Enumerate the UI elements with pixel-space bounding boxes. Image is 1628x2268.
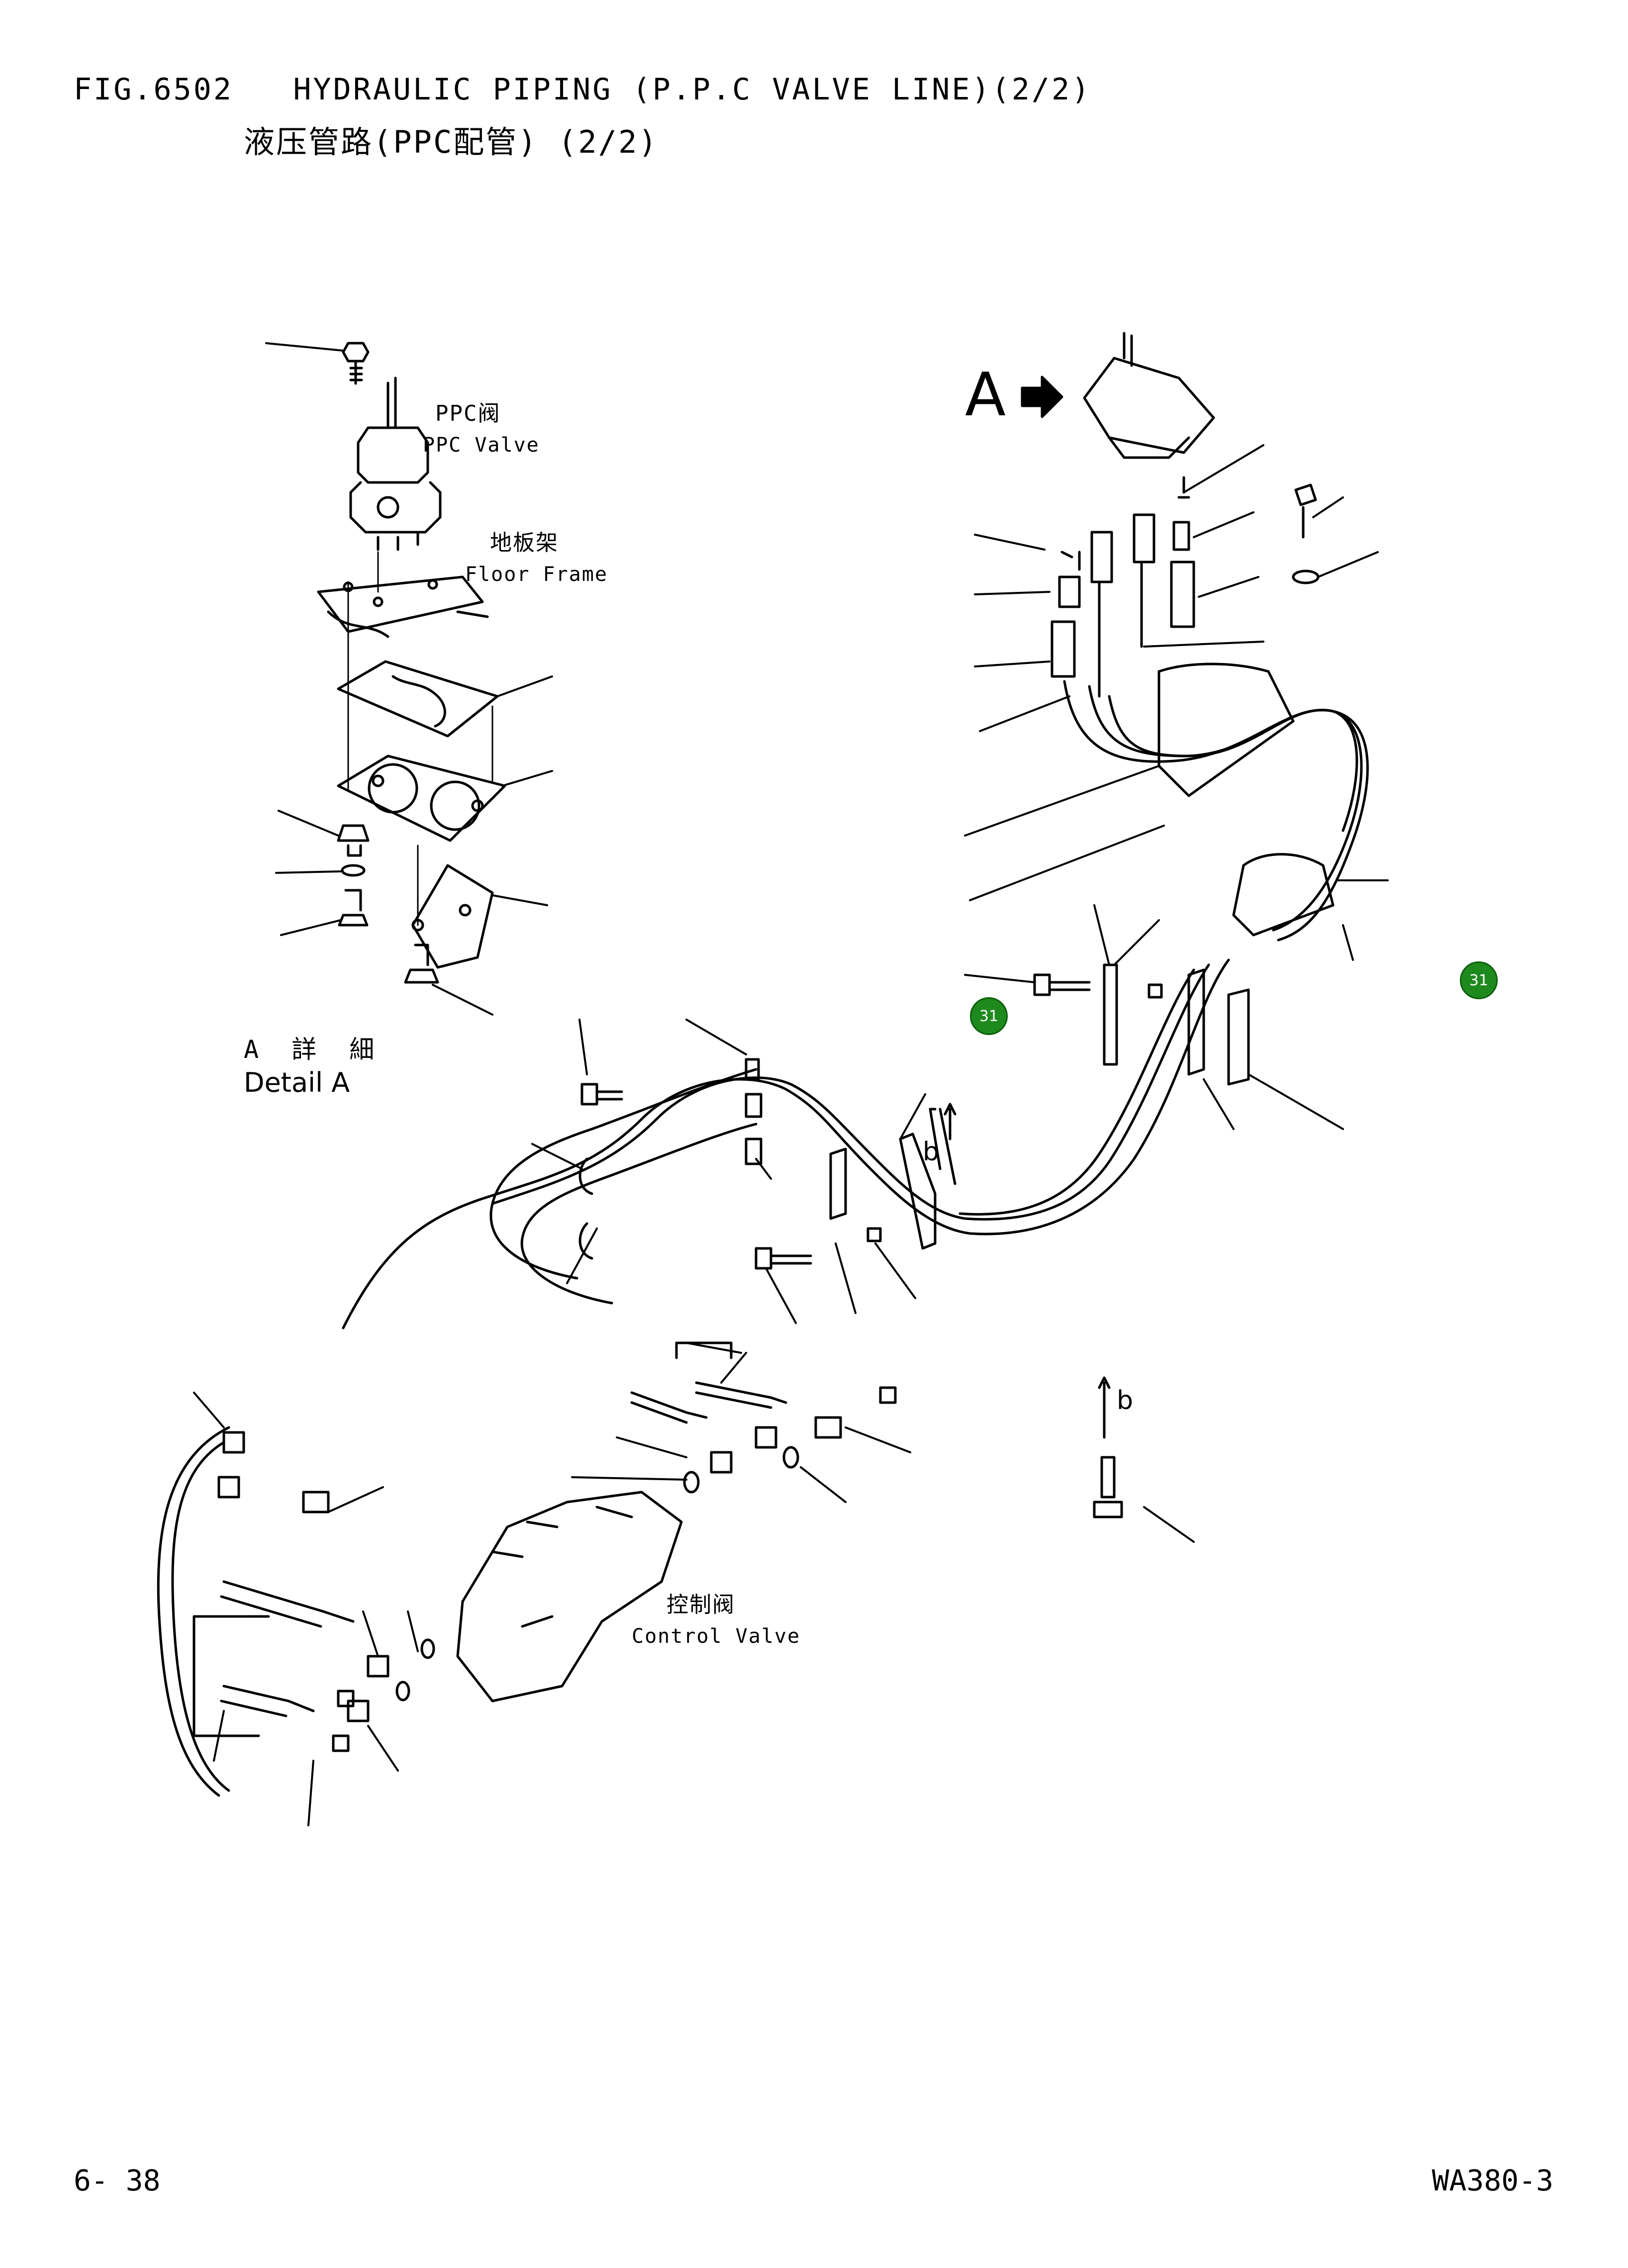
view-a-assembly [964,332,1389,961]
callout-badge-31[interactable]: 31 [970,997,1008,1035]
detail-a-assembly [265,342,553,1016]
main-piping [157,904,1344,1826]
figure-title-chinese: 液压管路(PPC配管) (2/2) [244,124,659,160]
floor-frame-label-en: Floor Frame [465,563,608,586]
arrow-b-label-lower: b [1117,1386,1134,1416]
ppc-valve-label-cn: PPC阀 [435,401,501,426]
ppc-valve-label-en: PPC Valve [423,434,540,457]
callout-badge-31[interactable]: 31 [1460,961,1498,999]
view-a-label: A [965,361,1006,430]
arrow-b-label-upper: b [923,1137,940,1167]
control-valve-label-cn: 控制阀 [667,1592,735,1617]
detail-a-label-cn: A 詳 細 [244,1035,383,1064]
control-valve-label-en: Control Valve [632,1625,801,1648]
figure-title: FIG.6502 HYDRAULIC PIPING (P.P.C VALVE L… [74,72,1092,107]
floor-frame-label-cn: 地板架 [490,530,559,556]
model-number: WA380-3 [1432,2164,1553,2197]
page-number: 6- 38 [74,2164,161,2197]
detail-a-label-en: Detail A [244,1067,350,1098]
